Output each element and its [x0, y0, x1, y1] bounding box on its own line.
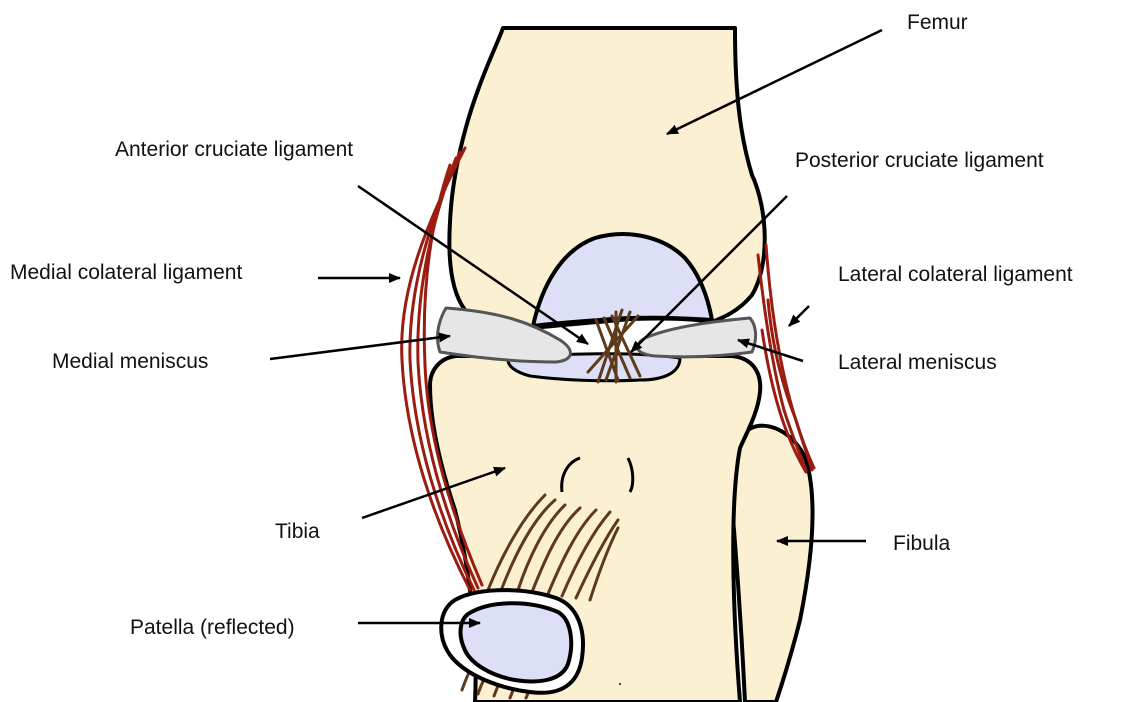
- fibula-label: Fibula: [893, 533, 950, 554]
- mcl-label: Medial colateral ligament: [10, 262, 242, 283]
- fibula-bone: [732, 426, 813, 702]
- lcl-arrow: [789, 306, 809, 326]
- femur-label: Femur: [907, 12, 968, 33]
- tibia-label: Tibia: [275, 521, 320, 542]
- speck: [619, 683, 621, 685]
- patella-label: Patella (reflected): [130, 617, 295, 638]
- acl-label: Anterior cruciate ligament: [115, 139, 353, 160]
- lateral-meniscus: [637, 318, 755, 357]
- pcl-label: Posterior cruciate ligament: [795, 150, 1044, 171]
- lcl-label: Lateral colateral ligament: [838, 264, 1073, 285]
- medial-meniscus-label: Medial meniscus: [52, 351, 208, 372]
- lateral-meniscus-label: Lateral meniscus: [838, 352, 997, 373]
